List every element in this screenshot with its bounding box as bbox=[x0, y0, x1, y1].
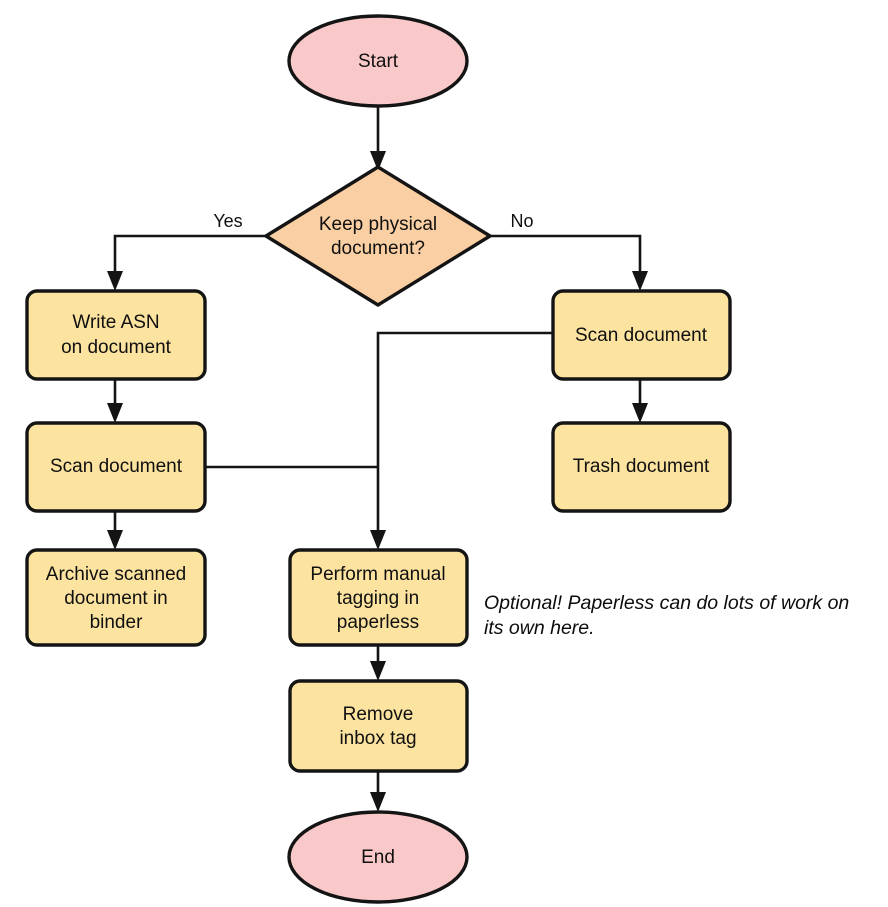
scan-document-right-box bbox=[551, 289, 732, 381]
trash-document-label: Trash document bbox=[573, 456, 710, 477]
node-manual-tagging[interactable]: Perform manual tagging in paperless bbox=[288, 548, 469, 647]
decision-label-line2: document? bbox=[331, 238, 425, 259]
write-asn-label-line2: on document bbox=[61, 337, 172, 358]
node-write-asn[interactable]: Write ASN on document bbox=[25, 289, 207, 381]
annotation-line2: its own here. bbox=[484, 617, 595, 639]
edge-decision-no bbox=[490, 234, 648, 291]
trash-document-box bbox=[551, 421, 732, 513]
edge-writeasn-to-scanleft bbox=[107, 379, 123, 423]
decision-diamond bbox=[264, 165, 492, 307]
archive-binder-label-line2: document in bbox=[64, 588, 168, 609]
archive-binder-label-line1: Archive scanned bbox=[46, 564, 186, 585]
manual-tagging-label-line1: Perform manual bbox=[310, 564, 445, 585]
write-asn-box bbox=[25, 289, 207, 381]
edge-scanright-to-trash bbox=[632, 379, 648, 423]
edge-removeinbox-to-end bbox=[370, 771, 386, 812]
remove-inbox-tag-box bbox=[288, 679, 469, 773]
end-label: End bbox=[361, 847, 395, 868]
start-label: Start bbox=[358, 51, 399, 72]
archive-binder-label-line3: binder bbox=[90, 612, 143, 633]
node-scan-document-left[interactable]: Scan document bbox=[25, 421, 207, 513]
node-archive-binder[interactable]: Archive scanned document in binder bbox=[25, 548, 207, 647]
end-ellipse bbox=[287, 810, 469, 904]
decision-label-line1: Keep physical bbox=[319, 214, 437, 235]
edge-scanleft-to-archive bbox=[107, 511, 123, 550]
start-ellipse bbox=[287, 14, 469, 108]
annotation-optional-note: Optional! Paperless can do lots of work … bbox=[484, 592, 849, 639]
node-remove-inbox-tag[interactable]: Remove inbox tag bbox=[288, 679, 469, 773]
node-trash-document[interactable]: Trash document bbox=[551, 421, 732, 513]
edge-scanright-to-tagging bbox=[370, 331, 553, 550]
node-start[interactable]: Start bbox=[287, 14, 469, 108]
archive-binder-box bbox=[25, 548, 207, 647]
manual-tagging-label-line3: paperless bbox=[337, 612, 419, 633]
manual-tagging-label-line2: tagging in bbox=[337, 588, 419, 609]
remove-inbox-tag-label-line1: Remove bbox=[343, 704, 414, 725]
edge-start-to-decision bbox=[370, 103, 386, 171]
write-asn-label-line1: Write ASN bbox=[72, 312, 159, 333]
edge-label-no: No bbox=[510, 211, 533, 231]
edge-tagging-to-removeinbox bbox=[370, 645, 386, 681]
remove-inbox-tag-label-line2: inbox tag bbox=[339, 728, 416, 749]
manual-tagging-box bbox=[288, 548, 469, 647]
scan-document-left-label: Scan document bbox=[50, 456, 183, 477]
node-end[interactable]: End bbox=[287, 810, 469, 904]
node-scan-document-right[interactable]: Scan document bbox=[551, 289, 732, 381]
annotation-line1: Optional! Paperless can do lots of work … bbox=[484, 592, 849, 614]
edge-label-yes: Yes bbox=[213, 211, 242, 231]
scan-document-right-label: Scan document bbox=[575, 325, 708, 346]
node-decision-keep-physical-document[interactable]: Keep physical document? bbox=[264, 165, 492, 307]
edge-decision-yes bbox=[107, 234, 266, 291]
scan-document-left-box bbox=[25, 421, 207, 513]
